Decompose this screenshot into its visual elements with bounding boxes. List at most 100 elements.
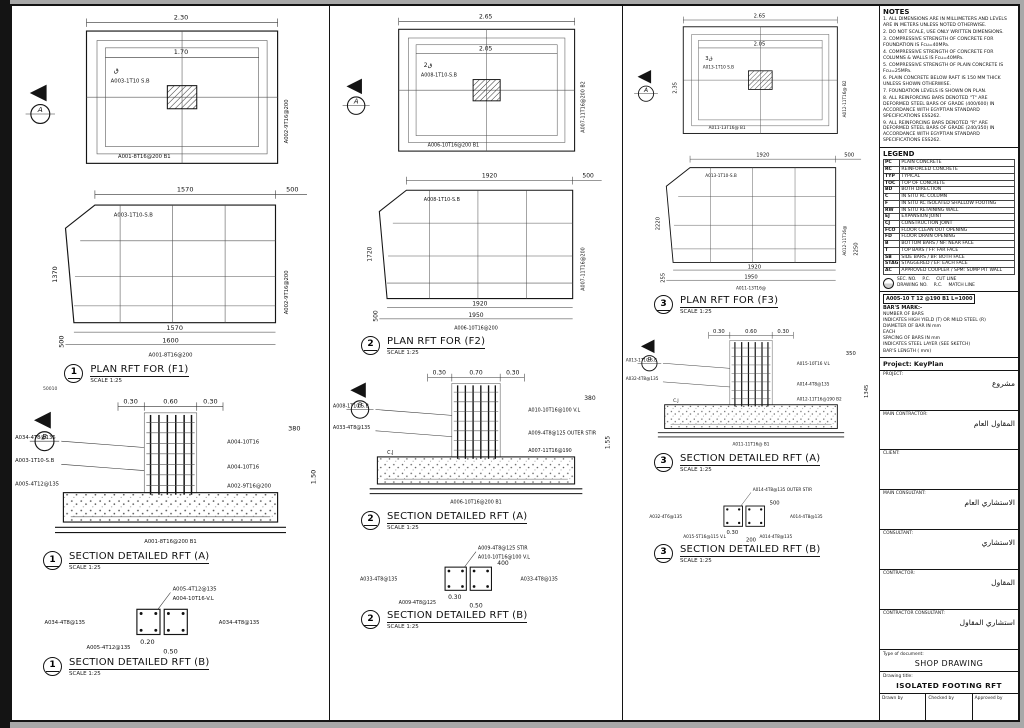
section-b-title-text: SECTION DETAILED RFT (B) bbox=[680, 543, 821, 557]
note-item: 9. ALL REINFORCING BARS DENOTED "R" ARE … bbox=[883, 120, 995, 144]
legend-abbr: BD bbox=[882, 186, 901, 195]
axis-mark: ق2 bbox=[424, 62, 433, 69]
legend-abbr: CJ bbox=[882, 220, 901, 228]
rft-dim-bottomleft: 500 bbox=[372, 310, 379, 322]
title-number-badge: 3 bbox=[654, 295, 673, 315]
drawing-title-row: Drawing title: ISOLATED FOOTING RFT bbox=[880, 672, 1018, 694]
plan-dim-inner: 1.70 bbox=[174, 48, 188, 56]
stirrup-outline bbox=[444, 566, 467, 591]
legend-desc: EXPANSION JOINT bbox=[899, 213, 1015, 221]
section-a-title-scale: SCALE 1:25 bbox=[387, 524, 419, 531]
legend-abbr: FD bbox=[882, 233, 901, 242]
plan-title-text: PLAN RFT FOR (F1) bbox=[90, 363, 189, 377]
sheet-left-margin bbox=[0, 0, 10, 728]
detail-b-f1: A005-4T12@135 A004-10T16-V.L A034-4T8@13… bbox=[45, 587, 260, 656]
bars-mark-label: INDICATES STEEL LAYER (SEE SKETCH) bbox=[883, 342, 971, 348]
sec-no-label: SEC. NO. bbox=[897, 276, 917, 282]
plan-title-f3: 3 PLAN RFT FOR (F3)SCALE 1:25 bbox=[654, 295, 878, 323]
drawing-title-label: Drawing title: bbox=[883, 674, 913, 679]
legend-abbr: FCO bbox=[882, 226, 901, 235]
titleblock-row-label: PROJECT: bbox=[883, 371, 903, 377]
det-dim-1: 0.20 bbox=[140, 638, 154, 646]
rft-dim-right2: 2250 bbox=[854, 242, 860, 255]
titleblock-row-value: الاستشاري العام bbox=[964, 498, 1015, 508]
sec-bottom-label: A011-11T16@ B1 bbox=[733, 442, 770, 447]
section-marker-letter: A bbox=[643, 88, 648, 94]
section-marker-bubble bbox=[30, 103, 51, 125]
legend-desc: FLOOR CLEAN OUT OPENING bbox=[899, 226, 1015, 235]
drawing-title-value: ISOLATED FOOTING RFT bbox=[896, 681, 1002, 690]
sec-dim-1: 0.30 bbox=[433, 369, 447, 376]
detail-b-f3: A014-4T8@135 OUTER STIR A032-4T6@135 A01… bbox=[649, 486, 823, 542]
doc-type-label: Type of document: bbox=[883, 652, 924, 657]
rft-dim-topright: 500 bbox=[286, 186, 298, 194]
rft-side-label: A007-11T16@200 bbox=[580, 247, 586, 291]
section-a-f3: 0.30 0.60 0.30 A013-1T10 S.B A032-4T8@13… bbox=[626, 329, 870, 447]
section-a-title-text: SECTION DETAILED RFT (A) bbox=[680, 452, 821, 466]
rft-dim-bottomleft: 255 bbox=[661, 272, 667, 282]
det-left-label: A034-4T8@135 bbox=[45, 620, 86, 626]
rft-dim-bottom1: 1920 bbox=[748, 264, 761, 270]
legend-abbr: TOC bbox=[882, 179, 901, 188]
section-a-title-f1: 1 SECTION DETAILED RFT (A)SCALE 1:25 bbox=[43, 551, 328, 579]
section-marker-letter: B bbox=[42, 432, 47, 441]
note-item: 5. COMPRESSIVE STRENGTH OF PLAIN CONCRET… bbox=[883, 62, 1004, 74]
plan-dim-inner: 2.05 bbox=[754, 41, 766, 47]
det-bottom-label-2: A014-4T8@135 bbox=[759, 534, 792, 539]
section-marker-bubble bbox=[637, 85, 655, 102]
rft-top-label: A008-1T10-S.B bbox=[424, 196, 460, 202]
section-b-title-scale: SCALE 1:25 bbox=[680, 557, 712, 564]
legend-abbr: C bbox=[882, 193, 901, 201]
sec-dim-3: 0.30 bbox=[506, 369, 520, 376]
rft-footing-outline bbox=[665, 166, 837, 263]
sec-dim-height: 1345 bbox=[864, 385, 870, 398]
legend-desc: IN SITU RC ISOLATED SHALLOW FOOTING bbox=[899, 199, 1015, 208]
section-b-title-scale: SCALE 1:25 bbox=[69, 670, 101, 677]
plan-top-label: A013-1T10 S.B bbox=[703, 64, 734, 69]
sec-right-label-2: A009-4T8@125 OUTER STIR bbox=[528, 430, 597, 436]
panel-f2: 2.65 2.05 ق2 A008-1T10-S.B A007-11T16@20… bbox=[330, 6, 623, 720]
sec-dim-2: 0.60 bbox=[163, 397, 177, 405]
footing-concrete bbox=[62, 491, 279, 523]
section-marker-letter: A bbox=[353, 98, 359, 106]
column-section-hatch bbox=[166, 85, 198, 110]
section-a-title-scale: SCALE 1:25 bbox=[69, 565, 101, 572]
axis-mark: ق bbox=[114, 66, 119, 74]
sec-right-label-1: A015-10T16 V.L bbox=[797, 361, 831, 366]
titleblock-row-label: CONTRACTOR CONSULTANT: bbox=[883, 611, 945, 617]
rft-plan-f3: 1920 500 A013-1T10-S.B 2220 A012-11T16@ … bbox=[656, 152, 862, 290]
sec-dim-right: 380 bbox=[584, 395, 596, 402]
titleblock-row: CONSULTANT: الاستشاري bbox=[880, 530, 1018, 571]
sec-dim-3: 0.30 bbox=[203, 397, 217, 405]
legend-desc: BOTH DIRECTION bbox=[899, 186, 1015, 195]
rft-dim-bottom2: 1950 bbox=[468, 311, 483, 318]
det-dim-right: 500 bbox=[770, 500, 780, 506]
panel-f1: 2.30 1.70 ق A003-1T10 S.B A002-9T16@200 … bbox=[12, 6, 330, 720]
legend-desc: TOP BARS / FF: FAR FACE bbox=[899, 246, 1015, 255]
legend-abbr: EJ bbox=[882, 213, 901, 221]
section-cut-arrow bbox=[350, 382, 366, 398]
signature-cell: Drawn by bbox=[880, 694, 927, 720]
legend-desc: IN SITU RETAINING WALL bbox=[899, 206, 1015, 215]
legend-desc: BOTTOM BARS / NF: NEAR FACE bbox=[899, 240, 1015, 248]
rft-dim-left: 1370 bbox=[51, 266, 59, 283]
rft-bottom-label: A001-8T16@200 bbox=[149, 353, 193, 359]
title-number-badge: 3 bbox=[654, 452, 673, 472]
note-item: 3. COMPRESSIVE STRENGTH OF CONCRETE FOR … bbox=[883, 36, 994, 48]
title-number-badge: 1 bbox=[64, 363, 84, 383]
sec-left-label-2: A003-1T10-S.B bbox=[15, 458, 55, 464]
det-top-label-1: A005-4T12@135 bbox=[173, 587, 217, 593]
plan-bottom-label: A011-13T16@ B1 bbox=[709, 125, 746, 130]
titleblock-row: MAIN CONSULTANT: الاستشاري العام bbox=[880, 490, 1018, 531]
legend-abbr: F bbox=[882, 199, 901, 208]
plan-bottom-label: A001-8T16@200 B1 bbox=[118, 154, 171, 160]
plan-title-scale: SCALE 1:25 bbox=[680, 309, 712, 316]
titleblock-row: PROJECT: مشروع bbox=[880, 371, 1018, 411]
